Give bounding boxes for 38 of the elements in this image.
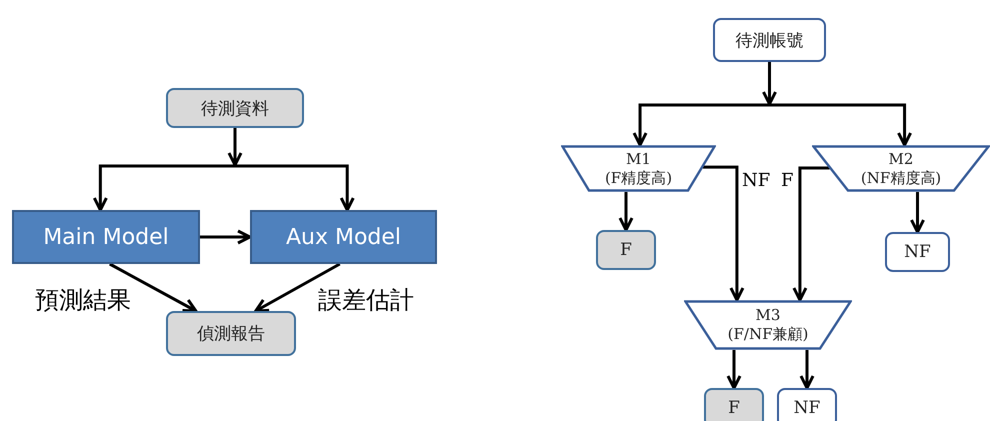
model-box xyxy=(12,210,200,264)
result-box xyxy=(885,232,950,272)
arrow xyxy=(792,166,830,302)
model-box xyxy=(250,210,437,264)
model-name: M1 xyxy=(626,150,651,168)
arrow xyxy=(726,350,742,390)
process-box xyxy=(596,230,656,270)
arrow xyxy=(702,166,744,302)
arrow xyxy=(254,262,340,312)
box-label: NF xyxy=(904,242,931,262)
arrow xyxy=(109,262,198,312)
result-box xyxy=(777,388,837,421)
model-trapezoid xyxy=(812,145,990,192)
arrow xyxy=(910,192,925,234)
box-label: NF xyxy=(794,398,820,418)
box-label: F xyxy=(728,398,740,418)
box-label: Main Model xyxy=(43,224,169,250)
arrow xyxy=(618,192,634,232)
edge-label: 預測結果 xyxy=(35,288,131,312)
box-label: Aux Model xyxy=(286,224,402,250)
model-trapezoid xyxy=(561,145,716,192)
model-note: (F/NF兼顧) xyxy=(728,325,808,344)
model-name: M2 xyxy=(888,150,914,168)
edge-label: 誤差估計 xyxy=(318,288,414,312)
result-box xyxy=(713,18,826,62)
box-label: F xyxy=(620,240,632,260)
model-note: (NF精度高) xyxy=(860,168,942,188)
model-trapezoid xyxy=(684,300,852,350)
model-name: M3 xyxy=(756,306,780,325)
box-label: 待測資料 xyxy=(201,98,269,120)
process-box xyxy=(166,88,304,128)
arrow xyxy=(200,230,252,244)
process-box xyxy=(704,388,764,421)
box-label: 待測帳號 xyxy=(736,30,804,52)
arrow xyxy=(800,350,814,390)
model-note: (F精度高) xyxy=(604,168,672,188)
box-label: 偵測報告 xyxy=(197,323,265,345)
process-box xyxy=(166,311,296,356)
